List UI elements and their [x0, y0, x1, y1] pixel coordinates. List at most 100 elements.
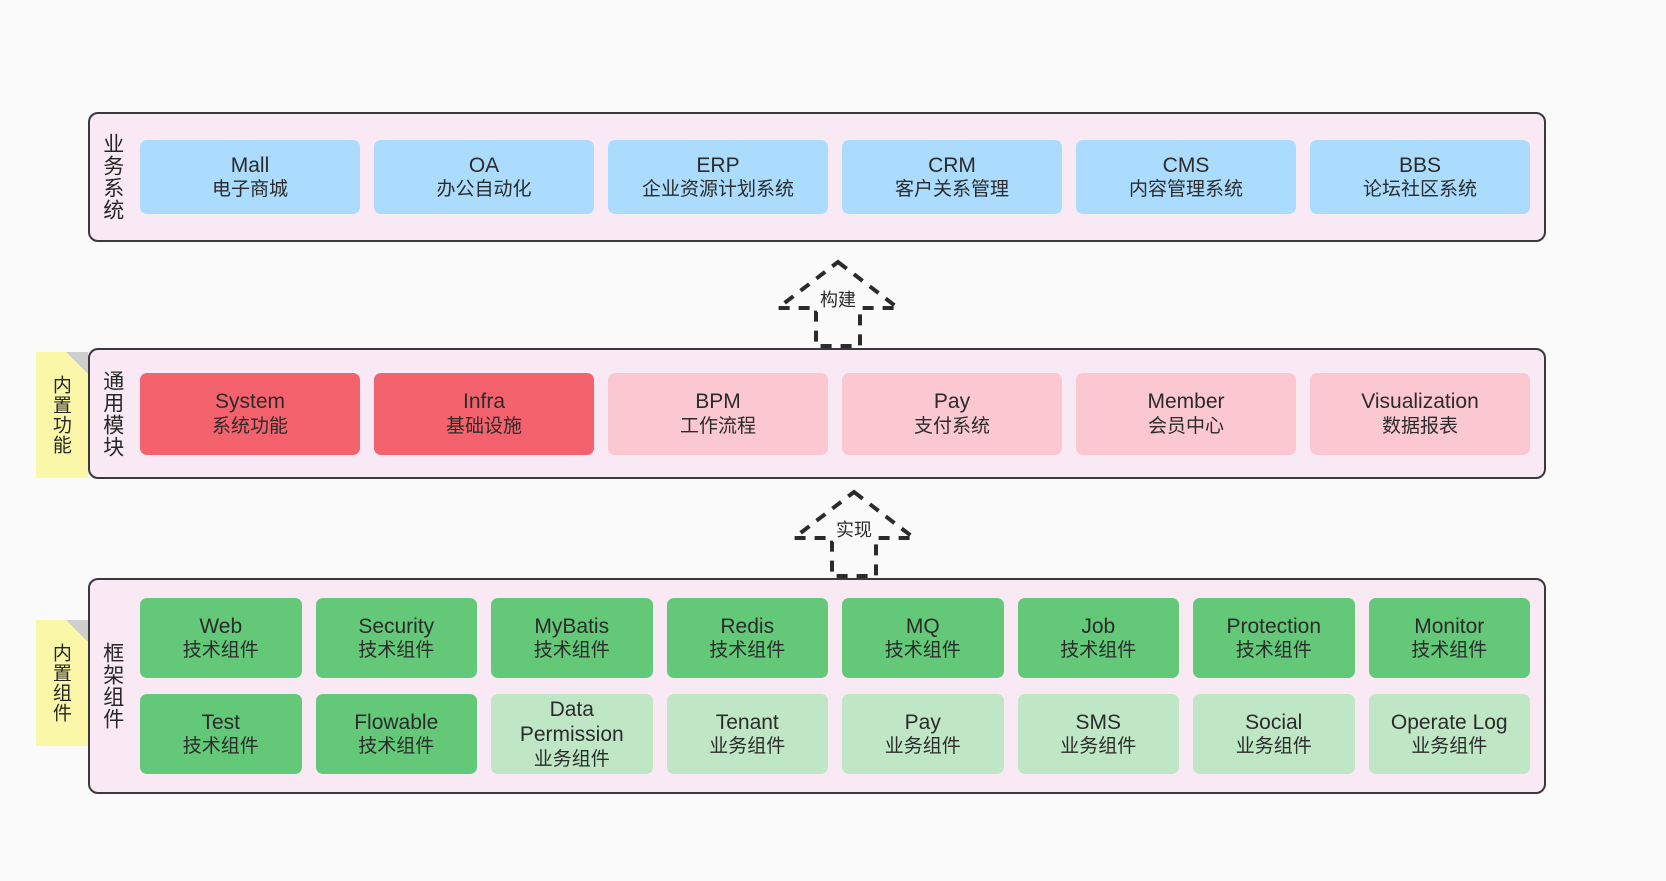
card-subtitle: 业务组件 — [1235, 736, 1312, 758]
card-title: Member — [1147, 390, 1225, 414]
card-crm[interactable]: CRM 客户关系管理 — [842, 140, 1062, 214]
card-subtitle: 系统功能 — [211, 415, 288, 437]
card-title: CRM — [928, 153, 976, 177]
card-title: Operate Log — [1390, 710, 1508, 734]
card-bbs[interactable]: BBS 论坛社区系统 — [1310, 140, 1530, 214]
sticky-note-builtin-functions: 内置功能 — [36, 352, 88, 478]
card-title: BPM — [695, 390, 741, 414]
card-subtitle: 技术组件 — [358, 736, 435, 758]
connector-build: 构建 — [748, 256, 928, 352]
card-title: OA — [468, 153, 500, 177]
card-title: MyBatis — [534, 614, 610, 638]
card-subtitle: 内容管理系统 — [1128, 179, 1243, 201]
card-subtitle: 业务组件 — [1411, 736, 1488, 758]
card-web[interactable]: Web 技术组件 — [140, 598, 302, 678]
card-subtitle: 业务组件 — [533, 749, 610, 771]
card-subtitle: 技术组件 — [182, 736, 259, 758]
card-title: Mall — [230, 153, 270, 177]
card-row: Test 技术组件 Flowable 技术组件 Data Permission … — [140, 694, 1530, 774]
card-title: Data Permission — [519, 697, 624, 747]
card-title: Infra — [462, 390, 506, 414]
card-subtitle: 技术组件 — [358, 640, 435, 662]
card-title: BBS — [1398, 153, 1442, 177]
card-subtitle: 会员中心 — [1147, 415, 1224, 437]
card-infra[interactable]: Infra 基础设施 — [374, 372, 594, 455]
card-erp[interactable]: ERP 企业资源计划系统 — [608, 140, 828, 214]
card-subtitle: 电子商城 — [211, 179, 288, 201]
card-tenant[interactable]: Tenant 业务组件 — [666, 694, 828, 774]
card-pay-component[interactable]: Pay 业务组件 — [842, 694, 1004, 774]
card-cms[interactable]: CMS 内容管理系统 — [1076, 140, 1296, 214]
card-social[interactable]: Social 业务组件 — [1193, 694, 1355, 774]
card-mall[interactable]: Mall 电子商城 — [140, 140, 360, 214]
card-subtitle: 基础设施 — [445, 415, 522, 437]
card-title: Redis — [720, 614, 775, 638]
card-security[interactable]: Security 技术组件 — [315, 598, 477, 678]
layer-title-business-systems: 业务系统 — [100, 133, 124, 221]
card-mybatis[interactable]: MyBatis 技术组件 — [491, 598, 653, 678]
card-subtitle: 客户关系管理 — [894, 179, 1009, 201]
card-system[interactable]: System 系统功能 — [140, 372, 360, 455]
card-title: SMS — [1075, 710, 1121, 734]
card-operate-log[interactable]: Operate Log 业务组件 — [1368, 694, 1530, 774]
card-title: Job — [1081, 614, 1116, 638]
card-subtitle: 企业资源计划系统 — [641, 179, 794, 201]
card-subtitle: 业务组件 — [1060, 736, 1137, 758]
card-subtitle: 业务组件 — [709, 736, 786, 758]
layer-body-business-systems: Mall 电子商城 OA 办公自动化 ERP 企业资源计划系统 CRM 客户关系… — [134, 114, 1544, 240]
card-pay-module[interactable]: Pay 支付系统 — [842, 372, 1062, 455]
card-title: Pay — [933, 390, 971, 414]
connector-implement: 实现 — [764, 486, 944, 582]
layer-framework-components: 框架组件 Web 技术组件 Security 技术组件 MyBatis 技术组件… — [88, 578, 1546, 794]
hollow-arrow-up-icon — [788, 489, 920, 578]
card-subtitle: 技术组件 — [1060, 640, 1137, 662]
card-title: Security — [358, 614, 435, 638]
card-title: Monitor — [1414, 614, 1485, 638]
card-title: System — [214, 390, 285, 414]
card-test[interactable]: Test 技术组件 — [140, 694, 302, 774]
card-bpm[interactable]: BPM 工作流程 — [608, 372, 828, 455]
card-row: Mall 电子商城 OA 办公自动化 ERP 企业资源计划系统 CRM 客户关系… — [140, 140, 1530, 214]
card-subtitle: 办公自动化 — [436, 179, 532, 201]
card-title: Visualization — [1361, 390, 1479, 414]
layer-title-common-modules: 通用模块 — [100, 369, 124, 458]
card-title: ERP — [696, 153, 740, 177]
card-monitor[interactable]: Monitor 技术组件 — [1368, 598, 1530, 678]
card-title: Flowable — [354, 710, 439, 734]
hollow-arrow-up-icon — [772, 259, 904, 348]
card-title: Pay — [904, 710, 941, 734]
card-title: Protection — [1226, 614, 1322, 638]
card-title: CMS — [1162, 153, 1210, 177]
card-subtitle: 技术组件 — [884, 640, 961, 662]
card-subtitle: 技术组件 — [709, 640, 786, 662]
card-subtitle: 技术组件 — [533, 640, 610, 662]
card-row: System 系统功能 Infra 基础设施 BPM 工作流程 Pay 支付系统… — [140, 372, 1530, 455]
card-subtitle: 论坛社区系统 — [1362, 179, 1477, 201]
card-redis[interactable]: Redis 技术组件 — [666, 598, 828, 678]
connector-label: 实现 — [833, 516, 875, 542]
card-subtitle: 数据报表 — [1381, 415, 1458, 437]
card-title: Test — [201, 710, 240, 734]
card-subtitle: 工作流程 — [679, 415, 756, 437]
layer-common-modules: 通用模块 System 系统功能 Infra 基础设施 BPM 工作流程 Pay… — [88, 348, 1546, 479]
card-subtitle: 技术组件 — [1235, 640, 1312, 662]
connector-label: 构建 — [817, 286, 859, 312]
sticky-note-builtin-components: 内置组件 — [36, 620, 88, 746]
card-title: MQ — [905, 614, 940, 638]
card-data-permission[interactable]: Data Permission 业务组件 — [491, 694, 653, 774]
card-mq[interactable]: MQ 技术组件 — [842, 598, 1004, 678]
card-visualization[interactable]: Visualization 数据报表 — [1310, 372, 1530, 455]
card-member[interactable]: Member 会员中心 — [1076, 372, 1296, 455]
card-title: Web — [199, 614, 243, 638]
card-row: Web 技术组件 Security 技术组件 MyBatis 技术组件 Redi… — [140, 598, 1530, 678]
card-sms[interactable]: SMS 业务组件 — [1017, 694, 1179, 774]
layer-body-common-modules: System 系统功能 Infra 基础设施 BPM 工作流程 Pay 支付系统… — [134, 350, 1544, 477]
card-protection[interactable]: Protection 技术组件 — [1193, 598, 1355, 678]
card-flowable[interactable]: Flowable 技术组件 — [315, 694, 477, 774]
layer-business-systems: 业务系统 Mall 电子商城 OA 办公自动化 ERP 企业资源计划系统 CRM… — [88, 112, 1546, 242]
card-oa[interactable]: OA 办公自动化 — [374, 140, 594, 214]
card-job[interactable]: Job 技术组件 — [1017, 598, 1179, 678]
card-subtitle: 技术组件 — [182, 640, 259, 662]
layer-title-framework-components: 框架组件 — [100, 642, 124, 730]
